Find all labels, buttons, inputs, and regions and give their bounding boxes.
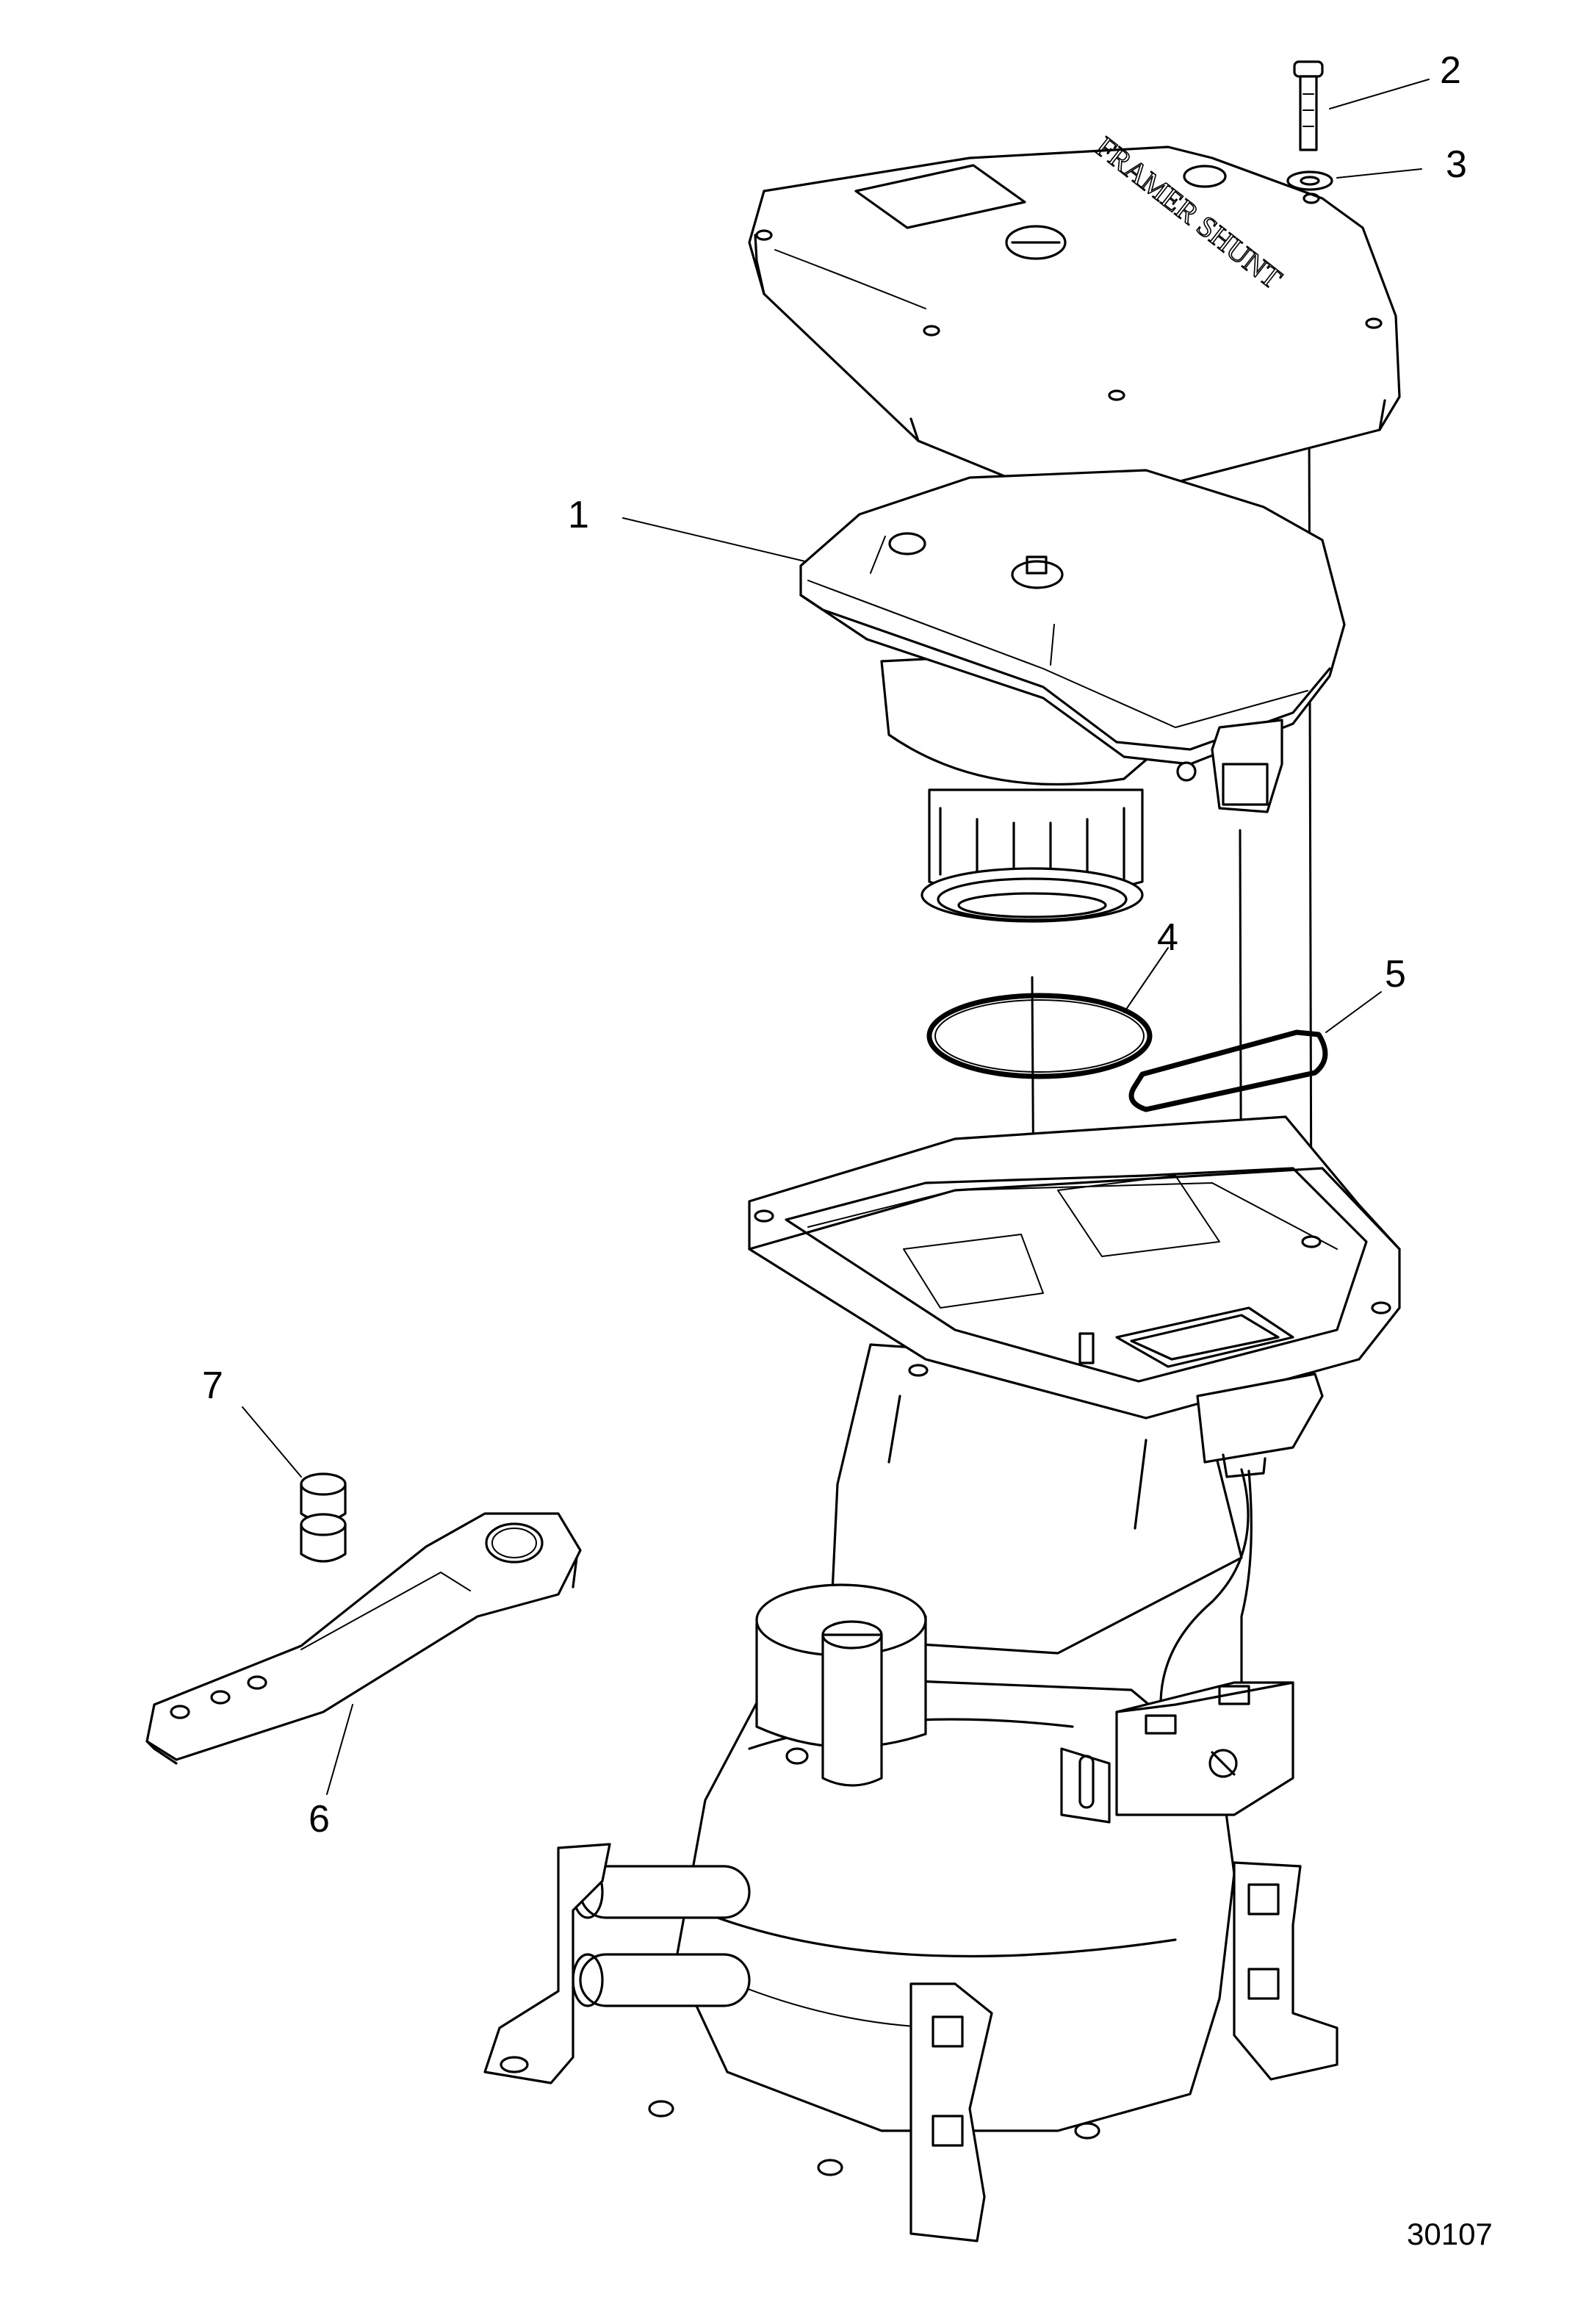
part-1-motor-actuator bbox=[799, 469, 1346, 923]
callout-1: 1 bbox=[568, 494, 589, 536]
part-5-gasket bbox=[1128, 1029, 1328, 1112]
part-4-o-ring bbox=[926, 993, 1153, 1079]
callout-2: 2 bbox=[1440, 49, 1461, 92]
part-6-tiller-arm bbox=[145, 1512, 582, 1765]
left-bracket bbox=[483, 1843, 611, 2084]
right-front-bracket bbox=[909, 1982, 993, 2242]
right-rear-bracket bbox=[1233, 1861, 1338, 2081]
part-7-spacers bbox=[300, 1472, 347, 1563]
callout-5: 5 bbox=[1385, 953, 1406, 996]
part-2-screw bbox=[1293, 60, 1324, 151]
leader-lines bbox=[242, 79, 1430, 1795]
callout-7: 7 bbox=[202, 1364, 223, 1407]
figure-number: 30107 bbox=[1407, 2217, 1493, 2251]
part-3-washer bbox=[1286, 170, 1333, 191]
sensor-block bbox=[1060, 1681, 1294, 1824]
top-cover: FRAMER SHUNT bbox=[748, 129, 1401, 508]
callout-6: 6 bbox=[309, 1798, 330, 1841]
callout-3: 3 bbox=[1446, 143, 1467, 186]
callout-4: 4 bbox=[1157, 916, 1178, 959]
